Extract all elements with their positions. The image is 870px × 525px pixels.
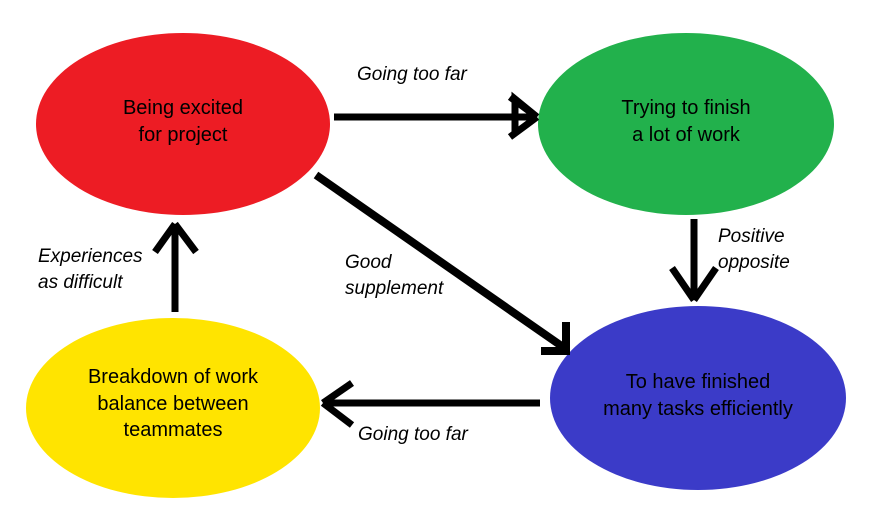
edge-label-going-too-far-top: Going too far [357,64,467,85]
edge-label-good-supplement: Good supplement [345,252,444,299]
arrow-finished-tasks-to-breakdown[interactable] [320,380,540,428]
node-ellipse-excited[interactable] [36,33,330,215]
edge-label-going-too-far-bottom: Going too far [358,424,468,445]
edge-label-experiences-as-difficult: Experiences as difficult [38,246,143,293]
arrow-excited-to-finish-work[interactable] [334,91,540,140]
arrow-finish-work-to-finished-tasks[interactable] [669,219,719,302]
node-ellipse-breakdown[interactable] [26,318,320,498]
node-ellipse-finished-tasks[interactable] [550,306,846,490]
arrow-breakdown-to-excited[interactable] [152,221,199,312]
edge-label-positive-opposite: Positive opposite [718,226,790,273]
node-ellipse-finish-work[interactable] [538,33,834,215]
arrow-excited-to-finished-tasks[interactable] [313,171,570,355]
